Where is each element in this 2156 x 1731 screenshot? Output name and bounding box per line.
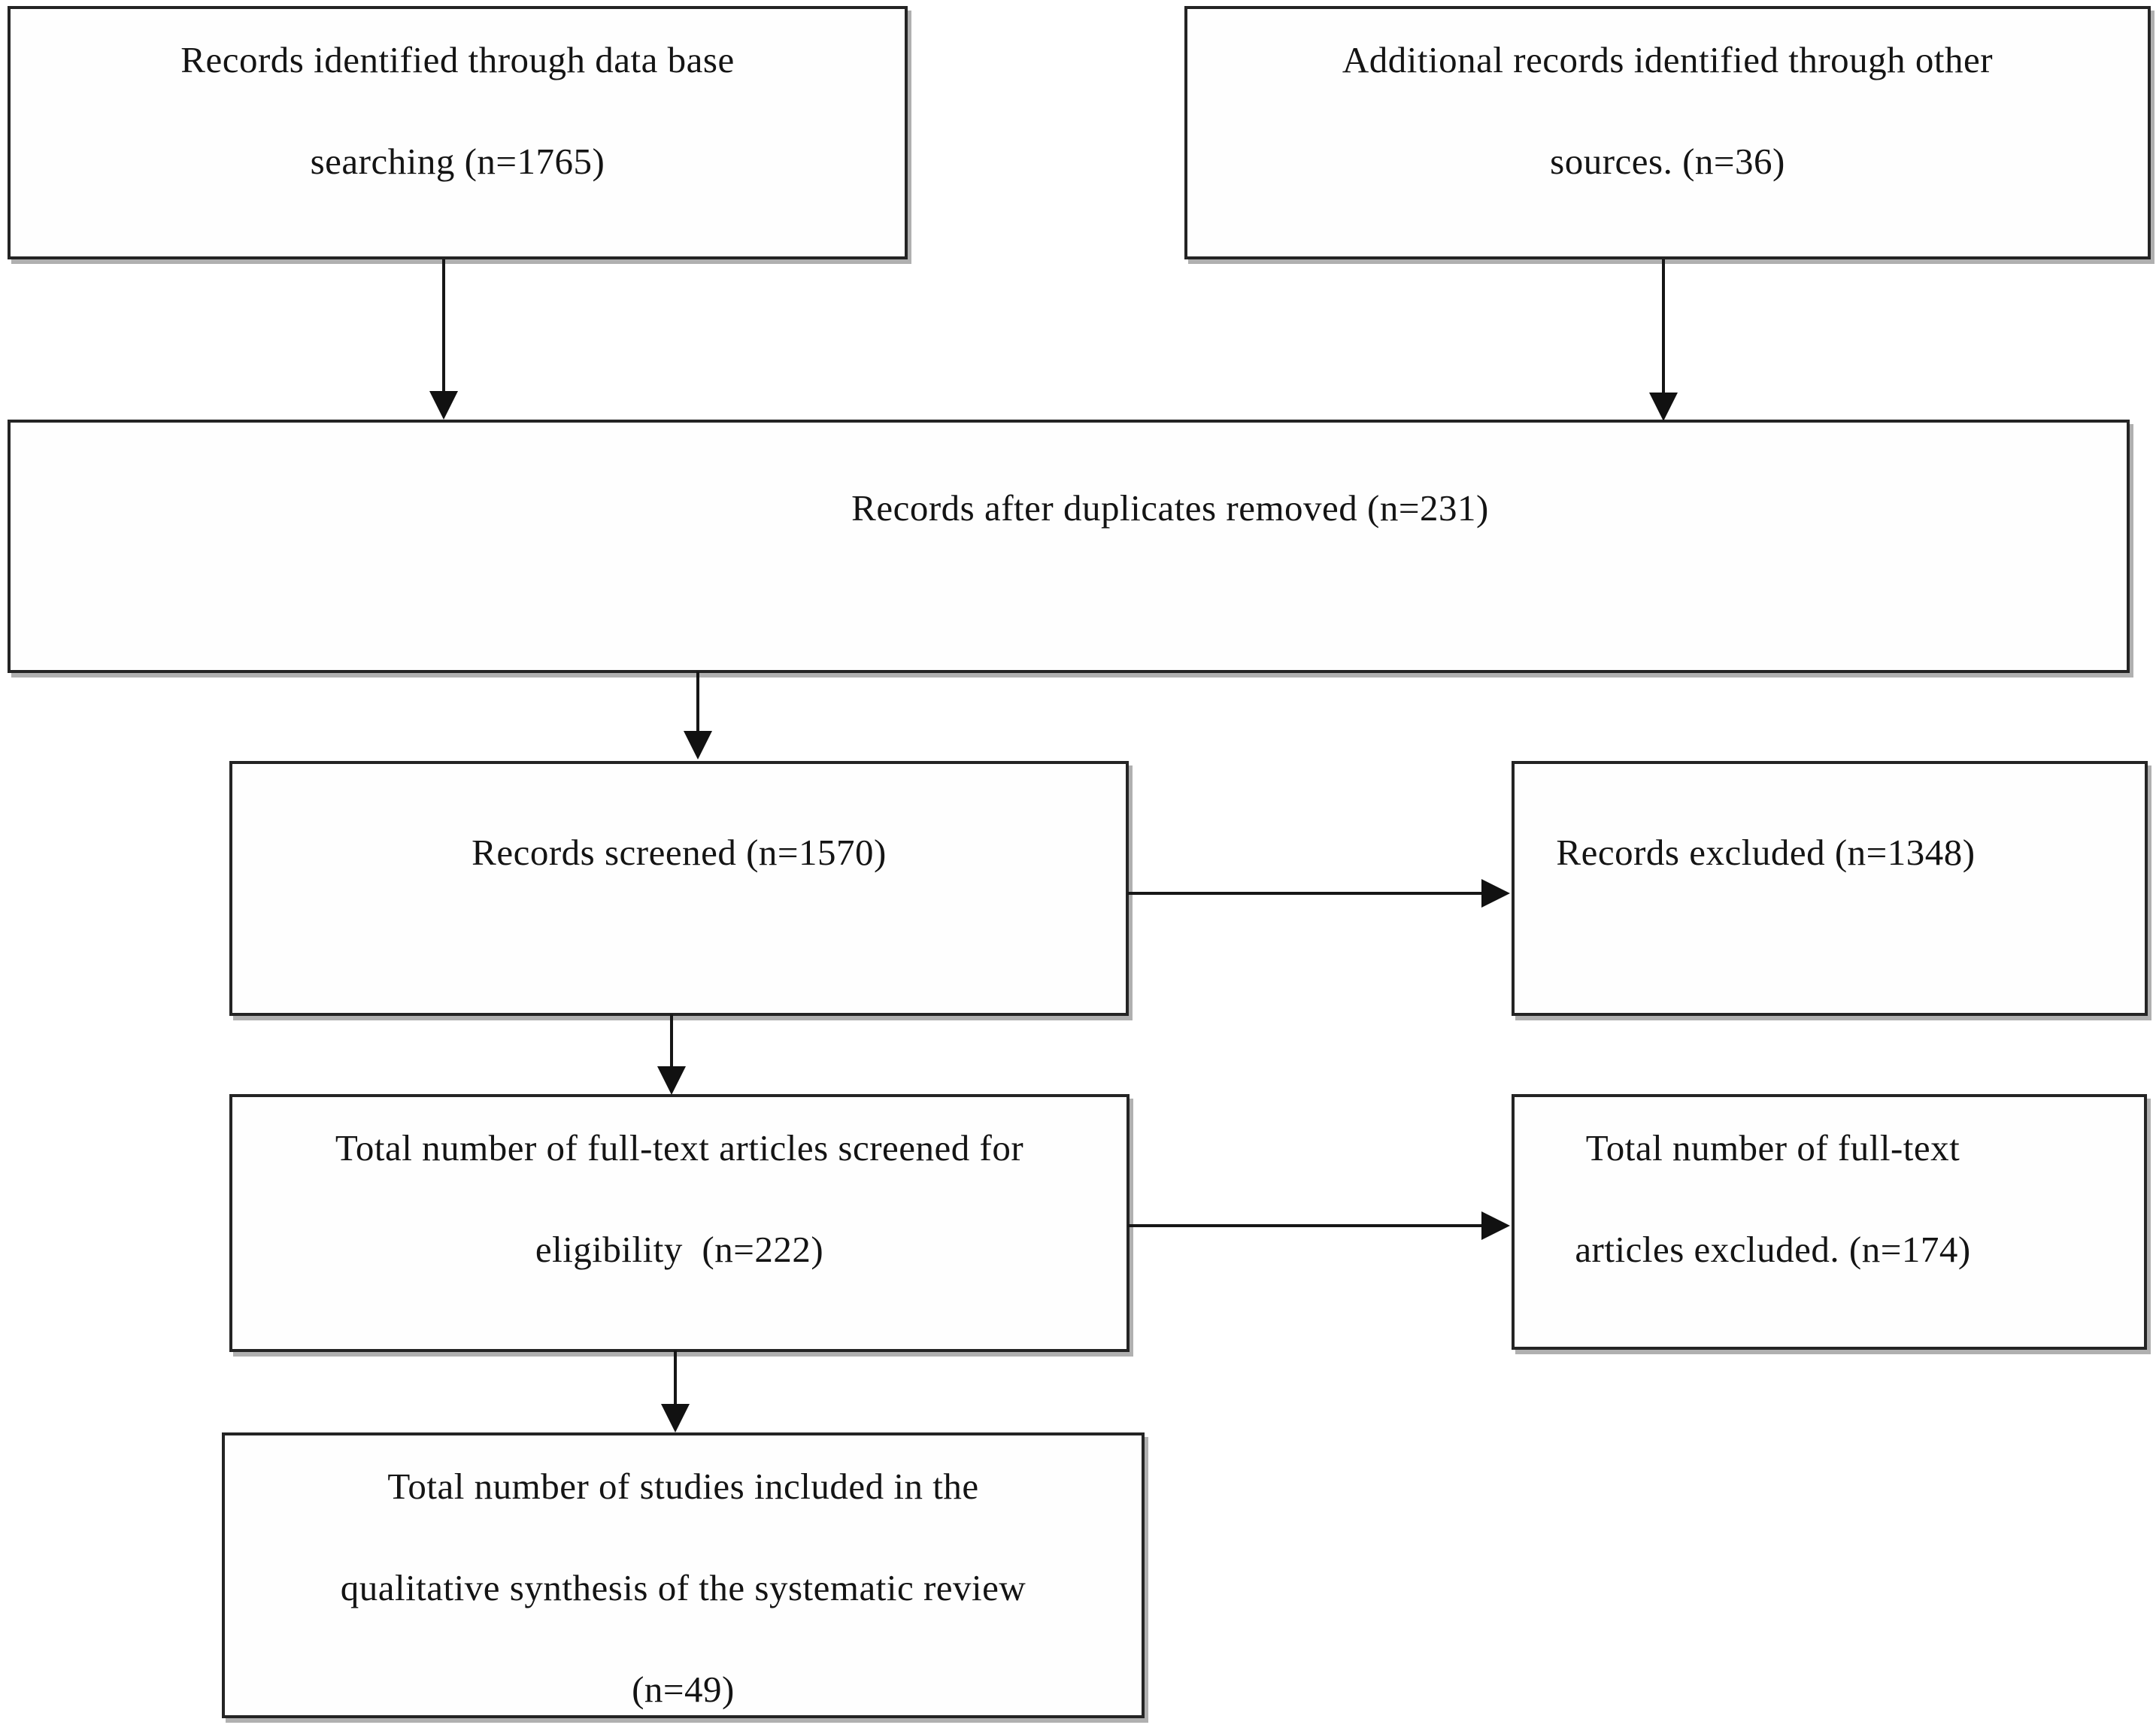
box-fulltext-screened: Total number of full-text articles scree… <box>229 1094 1130 1352</box>
box-text-line: Total number of full-text <box>1585 1127 1960 1169</box>
arrow-down-icon <box>661 1404 690 1432</box>
box-text-line: Records after duplicates removed (n=231) <box>851 487 1489 529</box>
box-text-line: sources. (n=36) <box>1550 141 1785 182</box>
arrow-down-icon <box>657 1066 686 1095</box>
arrow-identified-to-duplicates <box>442 259 445 395</box>
arrow-right-icon <box>1481 1211 1510 1240</box>
box-records-excluded: Records excluded (n=1348) <box>1512 761 2148 1016</box>
box-text-line: Total number of studies included in the <box>387 1466 979 1507</box>
arrow-fulltext-to-included <box>674 1351 677 1408</box>
arrow-down-icon <box>1649 393 1678 421</box>
box-text-line: Records screened (n=1570) <box>472 832 887 873</box>
box-text-line: Total number of full-text articles scree… <box>335 1127 1024 1169</box>
box-records-identified: Records identified through data base sea… <box>8 6 908 259</box>
arrow-screened-to-fulltext <box>670 1014 673 1070</box>
box-text-line: Records identified through data base <box>180 39 735 80</box>
box-text-line: Records excluded (n=1348) <box>1556 832 1976 873</box>
arrow-screened-to-excluded <box>1127 892 1485 895</box>
arrow-right-icon <box>1481 879 1510 908</box>
box-studies-included: Total number of studies included in the … <box>222 1432 1145 1718</box>
arrow-duplicates-to-screened <box>696 671 699 735</box>
box-text-line: (n=49) <box>632 1669 735 1710</box>
arrow-fulltext-to-fulltext-excluded <box>1128 1224 1485 1227</box>
box-fulltext-excluded: Total number of full-text articles exclu… <box>1512 1094 2147 1350</box>
box-records-screened: Records screened (n=1570) <box>229 761 1129 1016</box>
box-text-line: searching (n=1765) <box>310 141 605 182</box>
box-text-line: qualitative synthesis of the systematic … <box>340 1567 1026 1608</box>
box-after-duplicates-removed: Records after duplicates removed (n=231) <box>8 420 2130 673</box>
box-text-line: Additional records identified through ot… <box>1342 39 1994 80</box>
arrow-additional-to-duplicates <box>1662 259 1665 396</box>
box-additional-records: Additional records identified through ot… <box>1184 6 2151 259</box>
arrow-down-icon <box>684 731 712 759</box>
box-text-line: articles excluded. (n=174) <box>1575 1229 1971 1270</box>
arrow-down-icon <box>429 391 458 420</box>
box-text-line: eligibility (n=222) <box>535 1229 824 1270</box>
